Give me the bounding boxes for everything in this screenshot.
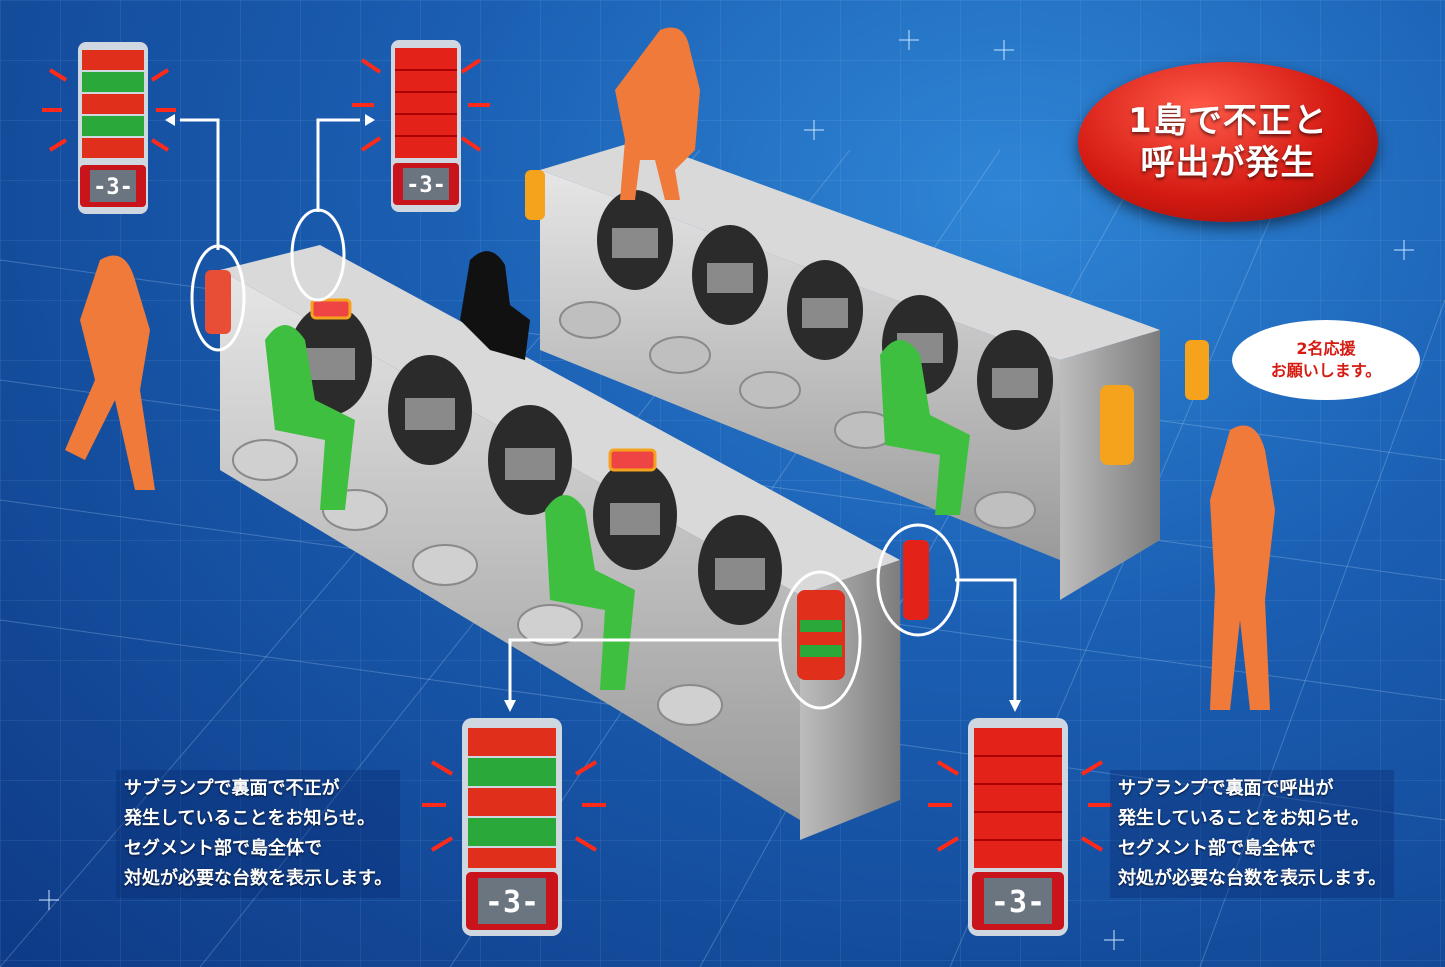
fraud-sublamp-left — [205, 270, 231, 334]
call-lamp-back — [1100, 385, 1134, 465]
headline-line2: 呼出が発生 — [1140, 143, 1316, 183]
segment-digit-top: -3- — [406, 173, 446, 198]
lamp-fraud-bottom: -3- — [422, 718, 606, 936]
segment-digit-topleft: -3- — [93, 175, 133, 200]
caption-call: サブランプで裏面で呼出が 発生していることをお知らせ。 セグメント部で島全体で … — [1110, 770, 1395, 898]
call-sublamp-front — [903, 540, 929, 620]
caption-call-line4: 対処が必要な台数を表示します。 — [1118, 868, 1387, 889]
callout-lines — [180, 118, 1017, 710]
caption-fraud: サブランプで裏面で不正が 発生していることをお知らせ。 セグメント部で島全体で … — [116, 770, 401, 898]
caption-call-line2: 発生していることをお知らせ。 — [1118, 808, 1370, 829]
speech-line2: お願いします。 — [1270, 361, 1382, 380]
sparkle-crosses — [39, 30, 1414, 950]
back-island — [525, 140, 1209, 600]
speech-line1: 2名応援 — [1296, 339, 1356, 358]
segment-digit-bottom-right: -3- — [991, 885, 1045, 920]
caption-call-line1: サブランプで裏面で呼出が — [1118, 778, 1334, 799]
fraud-sublamp-front — [797, 590, 845, 680]
segment-digit-bottom-left: -3- — [485, 885, 539, 920]
caption-fraud-line4: 対処が必要な台数を表示します。 — [124, 868, 393, 889]
headline-line1: 1島で不正と — [1128, 101, 1328, 141]
caption-call-line3: セグメント部で島全体で — [1118, 838, 1316, 859]
headline-badge: 1島で不正と 呼出が発生 — [1078, 62, 1378, 222]
caption-fraud-line3: セグメント部で島全体で — [124, 838, 322, 859]
lamp-fraud-topleft: -3- — [42, 42, 176, 214]
front-island — [205, 245, 929, 840]
lamp-call-bottom: -3- — [928, 718, 1112, 936]
caption-fraud-line1: サブランプで裏面で不正が — [124, 778, 340, 799]
speech-bubble: 2名応援 お願いします。 — [1232, 320, 1420, 400]
top-lamp-flash — [608, 448, 657, 472]
caption-fraud-line2: 発生していることをお知らせ。 — [124, 808, 376, 829]
staff-confused — [460, 251, 530, 360]
staff-members — [65, 27, 1275, 710]
lamp-call-top: -3- — [352, 40, 490, 212]
